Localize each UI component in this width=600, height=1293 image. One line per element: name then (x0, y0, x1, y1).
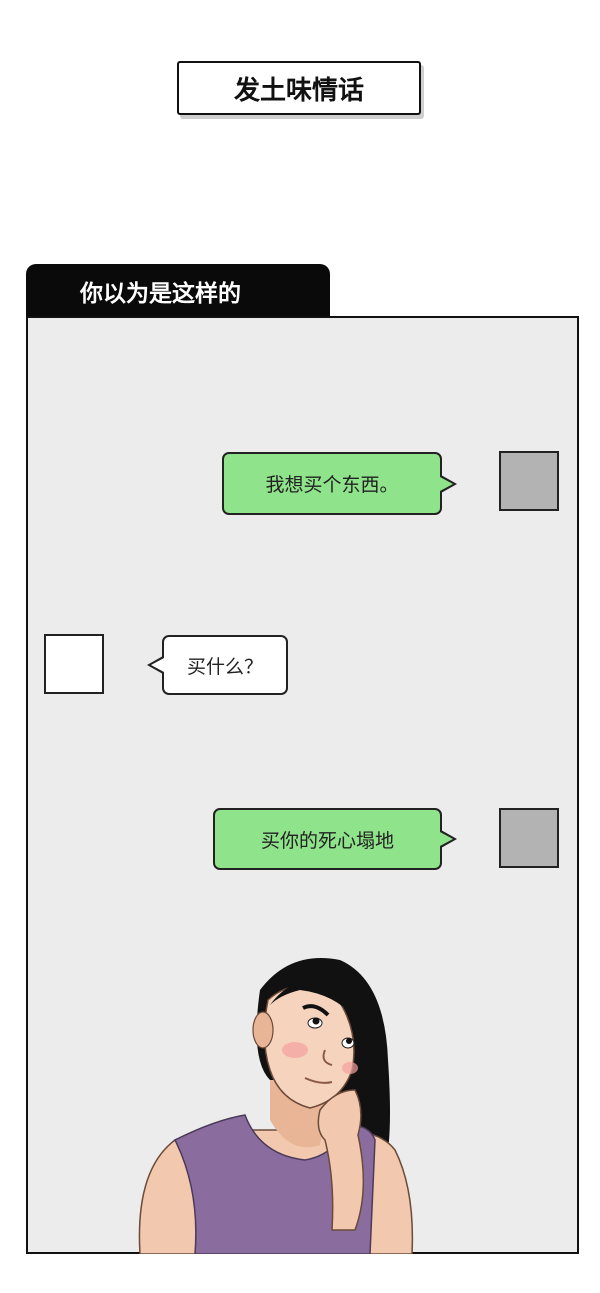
avatar-sender (499, 808, 559, 868)
thinking-woman-illustration (138, 958, 414, 1254)
message-text: 买你的死心塌地 (260, 829, 394, 852)
chat-bubble-sent: 我想买个东西。 (222, 452, 457, 515)
avatar-sender (499, 451, 559, 511)
chat-bubble-sent: 买你的死心塌地 (213, 808, 457, 870)
message-text: 买什么？ (186, 655, 263, 678)
avatar-receiver (44, 634, 104, 694)
message-text: 我想买个东西。 (265, 474, 399, 496)
chat-bubble-received: 买什么？ (147, 635, 288, 695)
panel-tab-label: 你以为是这样的 (26, 264, 330, 318)
page-title: 发土味情话 (177, 61, 421, 115)
